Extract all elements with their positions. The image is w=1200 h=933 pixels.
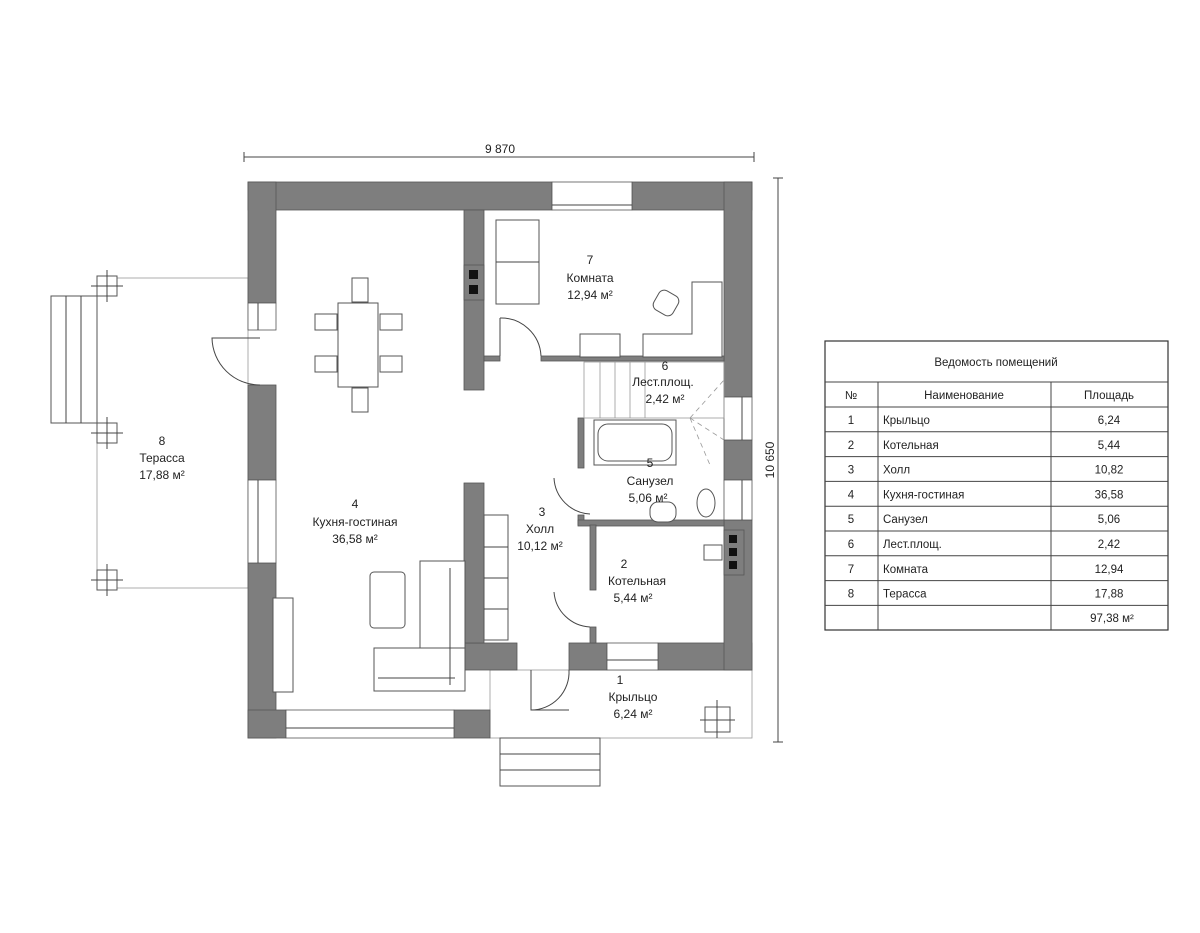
bathtub [593, 419, 677, 466]
sofa [373, 560, 466, 692]
tv-stand [272, 597, 294, 693]
svg-text:Лест.площ.: Лест.площ. [632, 375, 694, 389]
svg-text:12,94 м²: 12,94 м² [567, 288, 613, 302]
terrace [50, 270, 249, 596]
post-icon [91, 270, 123, 302]
svg-text:6,24 м²: 6,24 м² [614, 707, 653, 721]
sink [649, 501, 677, 523]
room-label-4: 4 Кухня-гостиная 36,58 м² [313, 497, 398, 546]
row-name: Терасса [883, 589, 927, 601]
row-area: 2,42 [1098, 539, 1120, 551]
row-area: 5,06 [1098, 514, 1120, 526]
row-name: Комната [883, 564, 929, 576]
row-number: 4 [848, 489, 855, 501]
svg-text:Комната: Комната [567, 271, 614, 285]
svg-text:Котельная: Котельная [608, 574, 666, 588]
toilet [696, 488, 716, 518]
svg-text:7: 7 [587, 253, 594, 267]
svg-text:10,12 м²: 10,12 м² [517, 539, 563, 553]
room-label-5: 5 Санузел 5,06 м² [627, 456, 674, 505]
svg-text:8: 8 [159, 434, 166, 448]
table-row: 4 Кухня-гостиная 36,58 [848, 489, 1124, 501]
table-row: 5 Санузел 5,06 [848, 514, 1120, 526]
room-schedule-table: Ведомость помещений № Наименование Площа… [824, 340, 1169, 631]
row-name: Кухня-гостиная [883, 489, 964, 501]
bookcase [483, 514, 509, 641]
row-name: Санузел [883, 514, 928, 526]
post-icon [91, 417, 123, 449]
room-label-6: 6 Лест.площ. 2,42 м² [632, 359, 694, 406]
dimension-height-label: 10 650 [763, 441, 777, 478]
svg-text:2: 2 [621, 557, 628, 571]
svg-text:17,88 м²: 17,88 м² [139, 468, 185, 482]
row-number: 8 [848, 589, 854, 601]
svg-text:Холл: Холл [526, 522, 554, 536]
table-header: № [845, 390, 857, 402]
table-row: 1 Крыльцо 6,24 [848, 415, 1121, 427]
svg-text:Крыльцо: Крыльцо [609, 690, 658, 704]
row-number: 7 [848, 564, 854, 576]
row-area: 17,88 [1095, 589, 1124, 601]
coffee-table [369, 571, 406, 629]
row-area: 10,82 [1095, 465, 1124, 477]
table-row: 8 Терасса 17,88 [848, 589, 1124, 601]
svg-text:Кухня-гостиная: Кухня-гостиная [313, 515, 398, 529]
doors [211, 317, 591, 711]
room-label-8: 8 Терасса 17,88 м² [139, 434, 185, 482]
dimension-width: 9 870 [243, 142, 755, 162]
dimension-height: 10 650 [763, 177, 783, 743]
svg-text:2,42 м²: 2,42 м² [646, 392, 685, 406]
stairs [583, 361, 725, 466]
row-name: Крыльцо [883, 415, 930, 427]
windows [247, 181, 753, 739]
row-number: 2 [848, 440, 854, 452]
vent-icon [463, 264, 485, 301]
svg-text:5,44 м²: 5,44 м² [614, 591, 653, 605]
svg-text:Терасса: Терасса [139, 451, 185, 465]
room-label-7: 7 Комната 12,94 м² [567, 253, 614, 302]
row-number: 3 [848, 465, 854, 477]
room-label-1: 1 Крыльцо 6,24 м² [609, 673, 658, 721]
svg-text:36,58 м²: 36,58 м² [332, 532, 378, 546]
boiler-icon [703, 529, 745, 576]
row-area: 12,94 [1095, 564, 1124, 576]
table-row: 3 Холл 10,82 [848, 465, 1124, 477]
row-number: 5 [848, 514, 854, 526]
dimension-width-label: 9 870 [485, 142, 515, 156]
dresser [579, 333, 621, 358]
row-area: 6,24 [1098, 415, 1121, 427]
table-header: Площадь [1084, 390, 1134, 402]
table-row: 6 Лест.плoщ. 2,42 [848, 539, 1120, 551]
porch [489, 669, 753, 787]
bed [495, 219, 540, 305]
svg-text:6: 6 [662, 359, 669, 373]
row-name: Котельная [883, 440, 939, 452]
post-icon [700, 700, 735, 738]
svg-text:4: 4 [352, 497, 359, 511]
desk [642, 281, 723, 358]
table-total: 97,38 м² [1090, 613, 1134, 625]
table-row: 7 Комната 12,94 [848, 564, 1124, 576]
svg-text:5: 5 [647, 456, 654, 470]
table-row: 2 Котельная 5,44 [848, 440, 1121, 452]
dining-table [314, 277, 403, 413]
post-icon [91, 564, 123, 596]
room-label-3: 3 Холл 10,12 м² [517, 505, 563, 553]
chair-icon [652, 289, 680, 317]
svg-text:Санузел: Санузел [627, 474, 674, 488]
row-name: Лест.плoщ. [883, 539, 942, 551]
row-number: 6 [848, 539, 854, 551]
svg-text:3: 3 [539, 505, 546, 519]
row-area: 5,44 [1098, 440, 1121, 452]
row-number: 1 [848, 415, 854, 427]
room-label-2: 2 Котельная 5,44 м² [608, 557, 666, 605]
interior-partitions [483, 355, 725, 644]
row-name: Холл [883, 465, 910, 477]
table-header: Наименование [924, 390, 1004, 402]
row-area: 36,58 [1095, 489, 1124, 501]
table-title: Ведомость помещений [934, 357, 1057, 369]
svg-text:1: 1 [617, 673, 624, 687]
svg-text:5,06 м²: 5,06 м² [629, 491, 668, 505]
